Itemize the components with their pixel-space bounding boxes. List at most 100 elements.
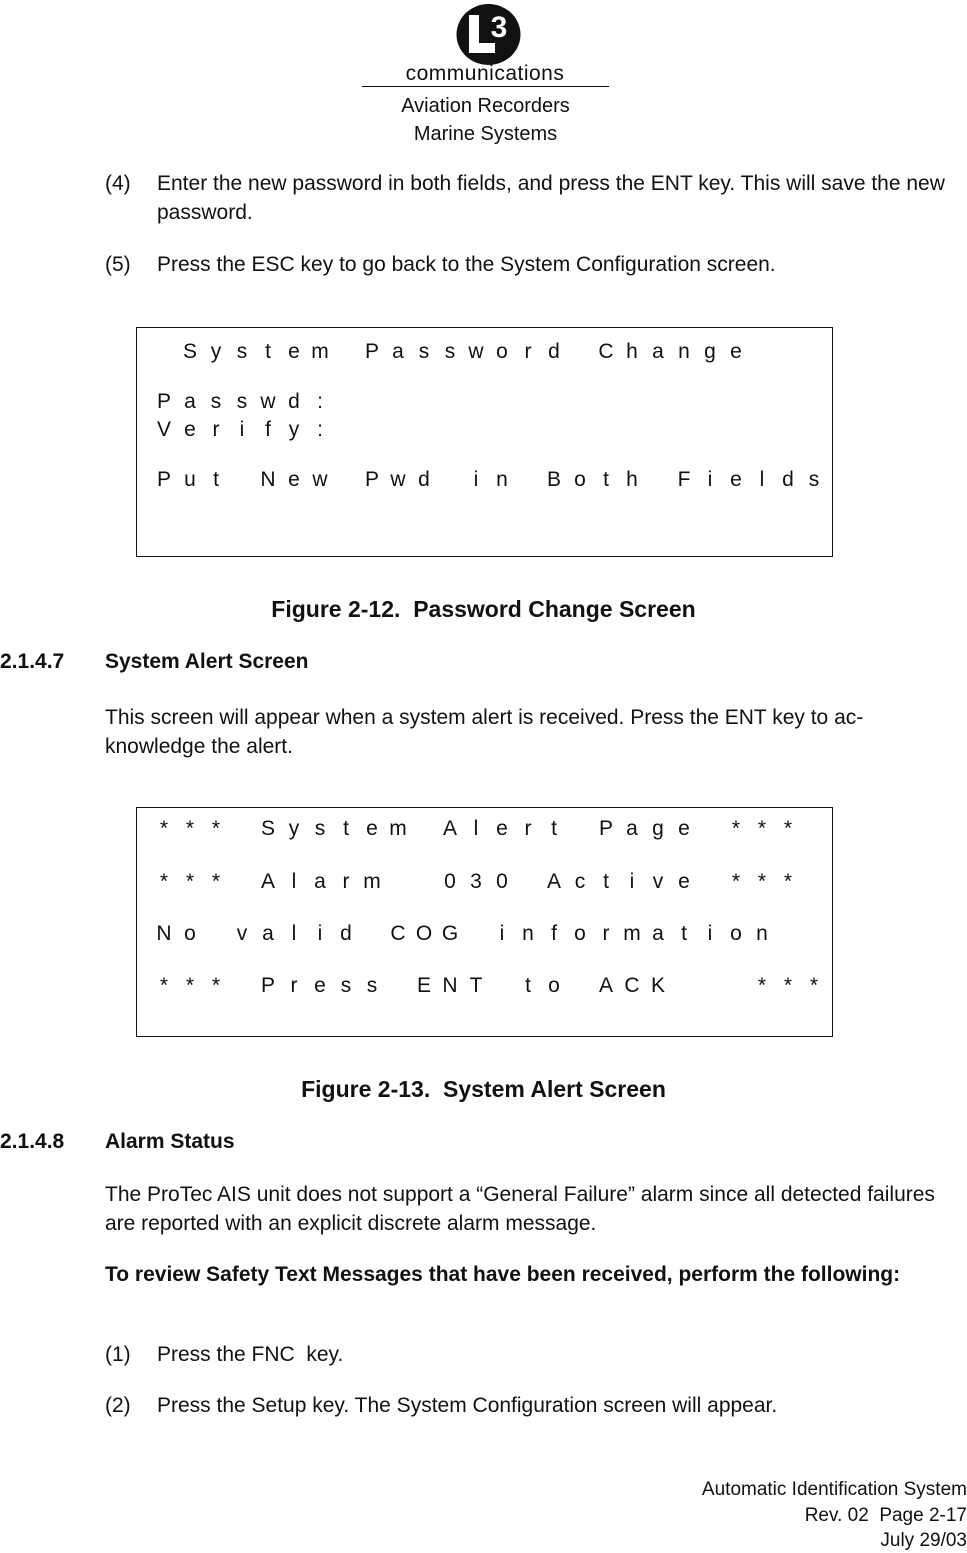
figure-title: Password Change Screen [413,596,696,622]
svg-text:3: 3 [491,11,508,44]
screen-char: A [546,870,561,893]
footer-revision: Rev. 02 Page 2-17 [804,1505,967,1526]
screen-char: N [156,922,172,945]
screen-char: i [239,418,245,441]
screen-char: 0 [444,870,456,893]
screen-char: * [211,870,221,893]
screen-char: o [496,340,508,363]
screen-char: a [652,922,664,945]
screen-char: : [317,390,323,413]
header-line-2: Marine Systems [413,123,558,145]
screen-char: P [598,817,613,840]
screen-char: a [262,922,274,945]
screen-char: f [551,922,557,945]
figure-2-12-caption: Figure 2-12. Password Change Screen [0,596,967,623]
screen-char: f [265,418,271,441]
screen-char: g [704,340,716,363]
screen-char: o [730,922,742,945]
screen-char: r [212,418,220,441]
screen-char: r [290,974,298,997]
screen-char: : [317,418,323,441]
step-text: Press the ESC key to go back to the Syst… [157,253,776,276]
screen-char: w [260,390,276,413]
step-number: (1) [105,1343,131,1366]
screen-char: V [156,418,171,441]
screen-char: a [652,340,664,363]
screen-char: e [730,468,742,491]
step-4: (4) Enter the new password in both field… [105,169,945,229]
screen-char: s [808,468,820,491]
screen-char: r [342,870,350,893]
screen-char: d [288,390,300,413]
section-body: The ProTec AIS unit does not support a “… [105,1183,935,1235]
screen-char: s [236,390,248,413]
screen-char: d [418,468,430,491]
screen-char: C [624,974,640,997]
screen-char: v [236,922,248,945]
screen-char: P [260,974,275,997]
screen-char: n [678,340,690,363]
step-5: (5) Press the ESC key to go back to the … [105,250,945,280]
screen-char: n [496,468,508,491]
step-number: (2) [105,1394,131,1417]
screen-char: o [548,974,560,997]
screen-char: s [314,817,326,840]
screen-char: m [311,340,329,363]
step-text: Press the Setup key. The System Configur… [157,1394,778,1417]
section-instruction: To review Safety Text Messages that have… [105,1263,901,1286]
step-text: Enter the new password in both fields, a… [157,172,945,224]
screen-char: s [210,390,222,413]
figure-2-13-caption: Figure 2-13. System Alert Screen [0,1076,967,1103]
screen-char: s [236,340,248,363]
screen-char: s [340,974,352,997]
screen-char: i [629,870,635,893]
screen-char: m [389,817,407,840]
screen-char: r [524,340,532,363]
screen-char: s [418,340,430,363]
screen-char: e [678,817,690,840]
step-2: (2) Press the Setup key. The System Conf… [105,1391,945,1421]
screen-char: o [574,922,586,945]
header-rule [362,86,609,87]
screen-char: F [677,468,691,491]
screen-char: 3 [470,870,482,893]
screen-char: P [364,340,379,363]
screen-char: s [366,974,378,997]
header-line-1: Aviation Recorders [401,95,570,117]
screen-char: m [363,870,381,893]
screen-char: S [182,340,197,363]
screen-char: * [731,817,741,840]
section-body: This screen will appear when a system al… [105,706,864,758]
screen-char: P [156,468,171,491]
screen-char: t [551,817,557,840]
screen-char: O [415,922,433,945]
screen-char: o [184,922,196,945]
screen-char: e [288,468,300,491]
screen-char: * [809,974,819,997]
screen-char: * [159,870,169,893]
screen-char: B [546,468,561,491]
screen-char: r [602,922,610,945]
screen-char: * [783,817,793,840]
screen-char: t [603,468,609,491]
screen-char: A [598,974,613,997]
screen-char: P [156,390,171,413]
screen-char: P [364,468,379,491]
section-number: 2.1.4.8 [0,1130,65,1153]
screen-char: * [783,870,793,893]
screen-char: 0 [496,870,508,893]
screen-char: t [681,922,687,945]
screen-char: t [265,340,271,363]
screen-char: c [574,870,586,893]
screen-char: * [211,974,221,997]
screen-char: w [390,468,406,491]
screen-char: n [522,922,534,945]
screen-char: d [782,468,794,491]
